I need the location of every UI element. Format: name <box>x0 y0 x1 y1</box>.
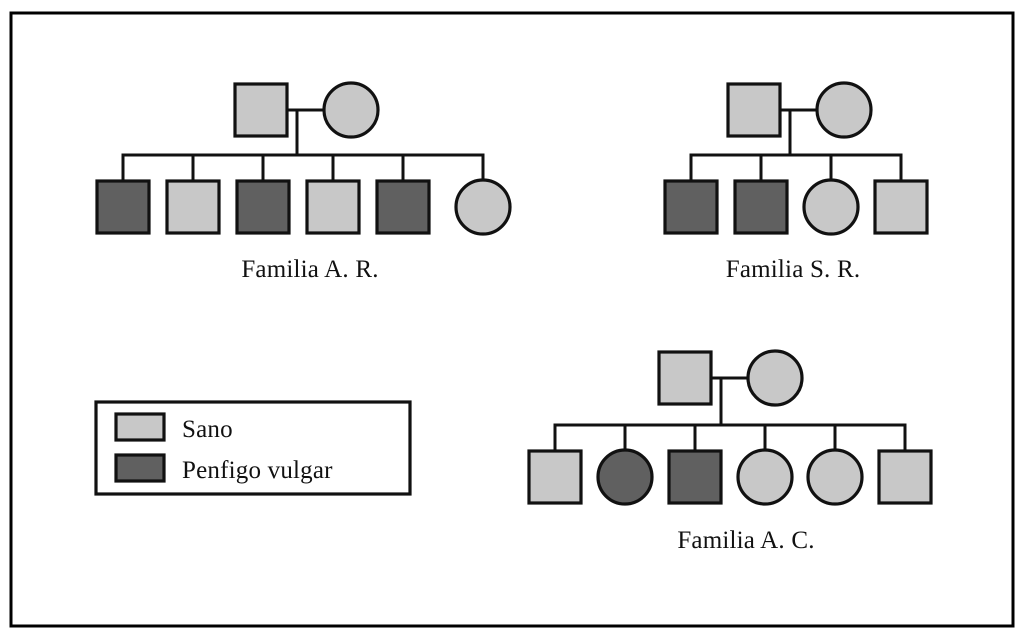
person-female-healthy[interactable] <box>806 448 864 506</box>
family-title: Familia S. R. <box>726 256 861 283</box>
family-title: Familia A. R. <box>241 256 378 283</box>
person-male-affected[interactable] <box>667 449 723 505</box>
person-female-healthy[interactable] <box>815 81 873 139</box>
families-layer: Familia A. R. Familia S. R. Familia A. C. <box>95 81 933 554</box>
legend-swatch-healthy[interactable] <box>114 412 166 442</box>
person-male-healthy[interactable] <box>877 449 933 505</box>
person-male-healthy[interactable] <box>233 82 289 138</box>
person-male-affected[interactable] <box>733 179 789 235</box>
person-male-healthy[interactable] <box>873 179 929 235</box>
person-female-healthy[interactable] <box>736 448 794 506</box>
person-female-healthy[interactable] <box>454 178 512 236</box>
person-female-healthy[interactable] <box>746 349 804 407</box>
family-title: Familia A. C. <box>677 527 814 554</box>
person-male-healthy[interactable] <box>527 449 583 505</box>
person-male-healthy[interactable] <box>657 350 713 406</box>
legend-label-healthy: Sano <box>182 416 233 443</box>
children-generation <box>663 178 929 236</box>
family-familia-a-r: Familia A. R. <box>95 81 512 283</box>
legend-swatch-affected[interactable] <box>114 453 166 483</box>
person-female-affected[interactable] <box>596 448 654 506</box>
person-male-healthy[interactable] <box>305 179 361 235</box>
person-female-healthy[interactable] <box>322 81 380 139</box>
person-male-affected[interactable] <box>235 179 291 235</box>
children-generation <box>95 178 512 236</box>
legend-label-affected: Penfigo vulgar <box>182 457 333 484</box>
person-male-affected[interactable] <box>95 179 151 235</box>
person-male-affected[interactable] <box>375 179 431 235</box>
person-male-healthy[interactable] <box>726 82 782 138</box>
family-familia-s-r: Familia S. R. <box>663 81 929 283</box>
person-male-healthy[interactable] <box>165 179 221 235</box>
family-familia-a-c: Familia A. C. <box>527 349 933 554</box>
parents-generation <box>726 81 873 139</box>
parents-generation <box>657 349 804 407</box>
parents-generation <box>233 81 380 139</box>
children-generation <box>527 448 933 506</box>
figure-border <box>9 11 1015 628</box>
person-male-affected[interactable] <box>663 179 719 235</box>
person-female-healthy[interactable] <box>802 178 860 236</box>
